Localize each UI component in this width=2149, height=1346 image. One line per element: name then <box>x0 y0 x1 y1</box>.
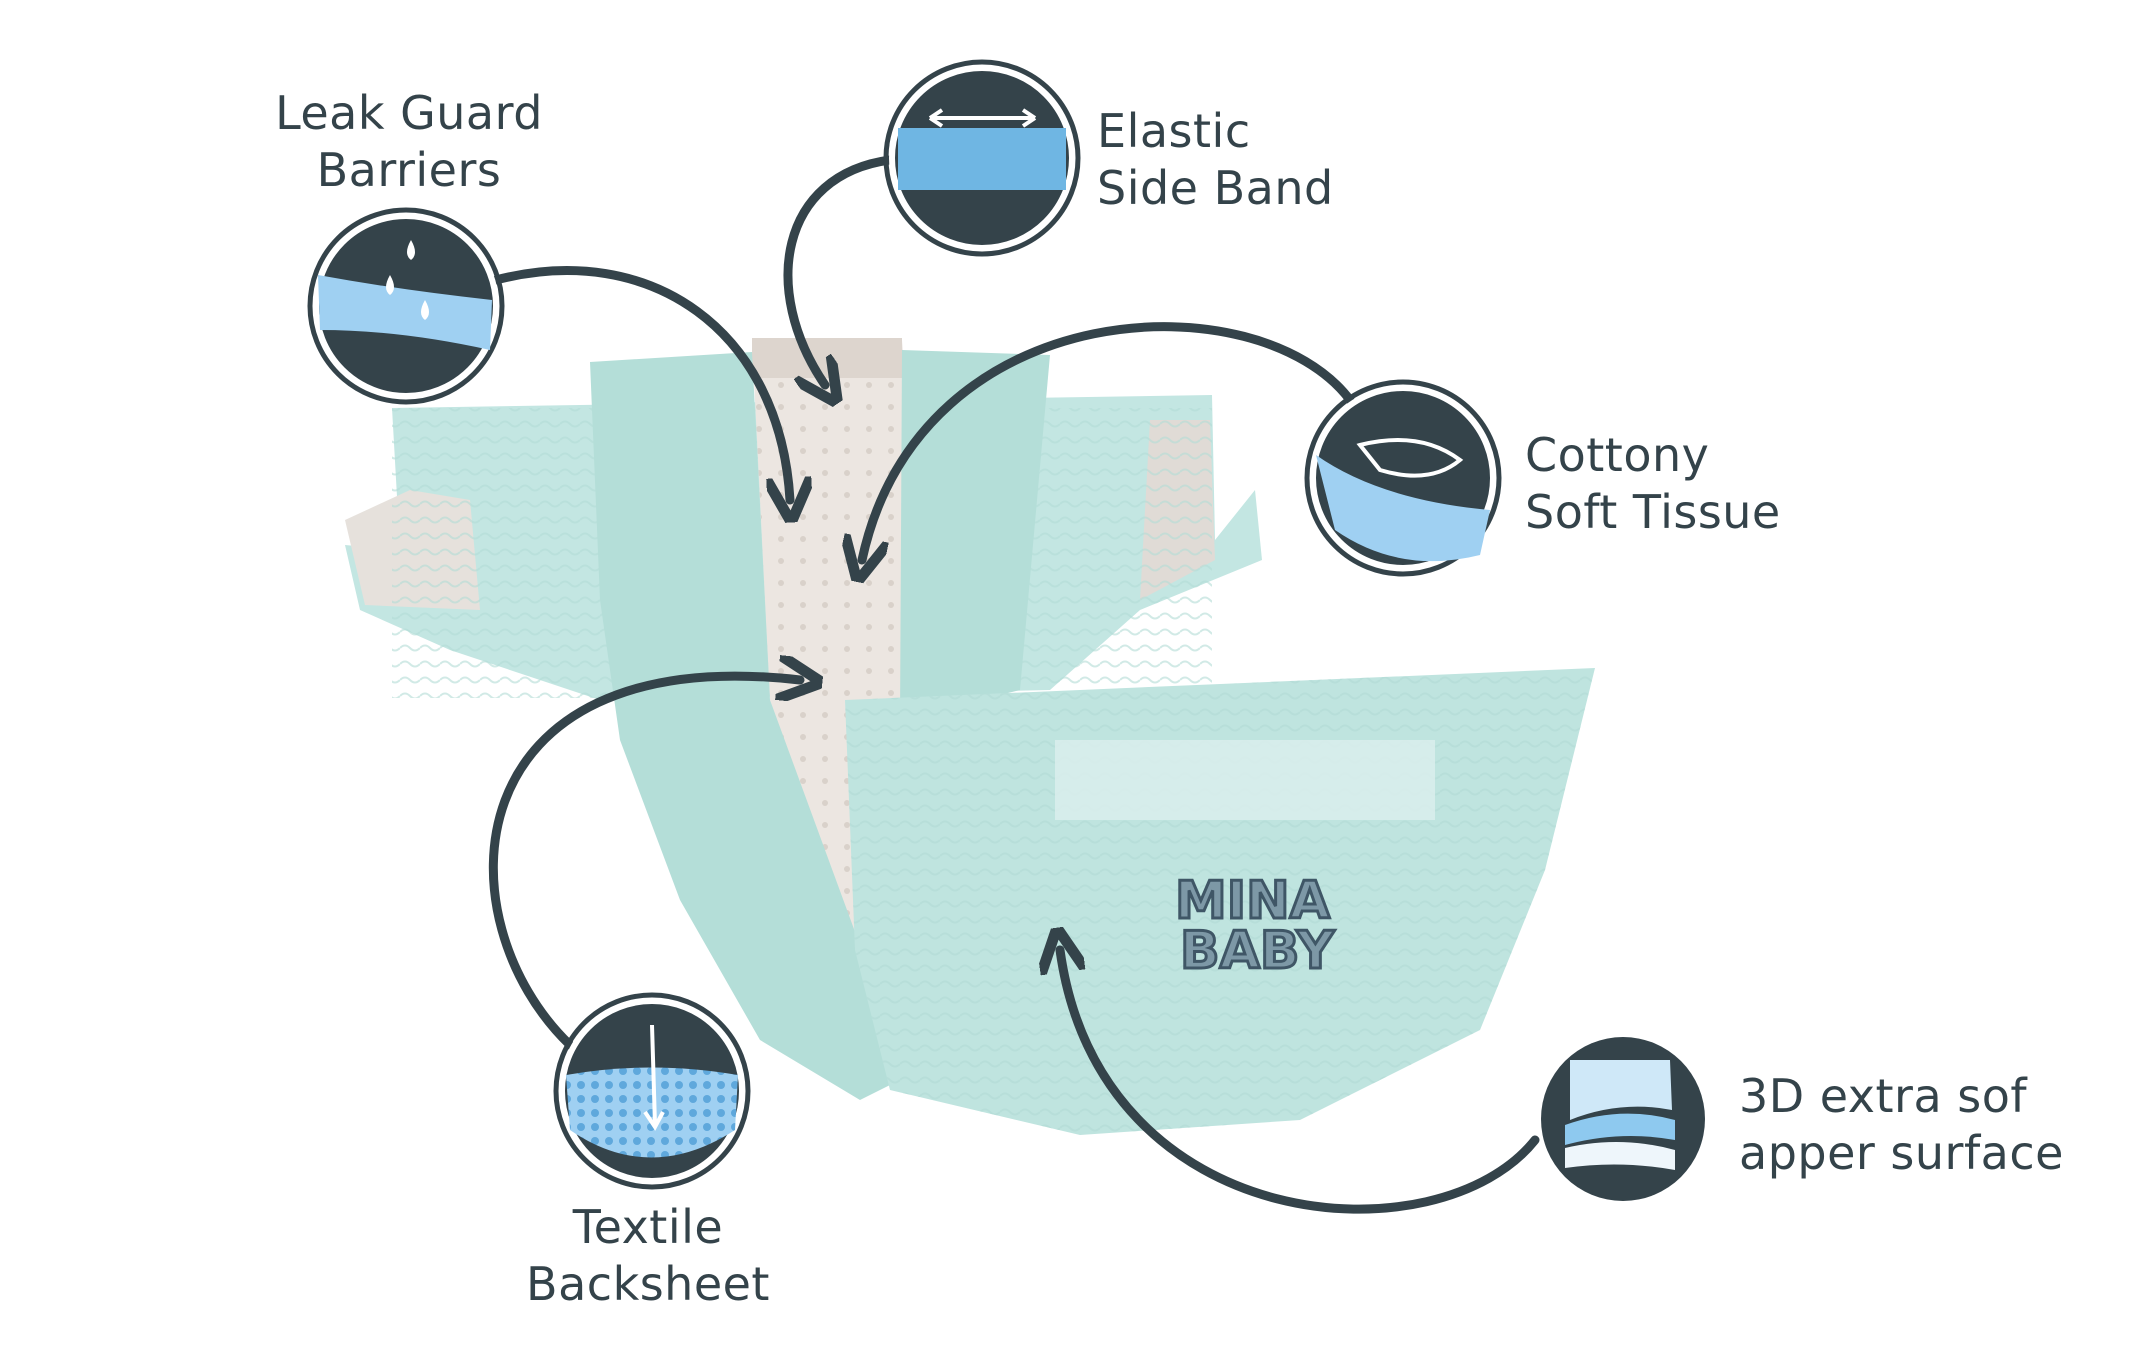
label-line: apper surface <box>1739 1126 2064 1180</box>
label-line: 3D extra sof <box>1739 1069 2028 1123</box>
layers-icon <box>1541 1037 1705 1201</box>
label-line: Barriers <box>316 143 502 197</box>
label-line: Backsheet <box>526 1257 770 1311</box>
label-line: Cottony <box>1525 428 1710 482</box>
feature-cottony-label: Cottony Soft Tissue <box>1525 427 1781 541</box>
label-line: Soft Tissue <box>1525 485 1781 539</box>
brand-logo: MINA BABY <box>1174 870 1338 983</box>
droplets-icon <box>307 207 505 405</box>
svg-text:BABY: BABY <box>1180 921 1336 981</box>
feature-leak-guard-label: Leak Guard Barriers <box>275 85 543 199</box>
feature-textile-label: Textile Backsheet <box>526 1199 770 1313</box>
label-line: Leak Guard <box>275 86 543 140</box>
feature-elastic-label: Elastic Side Band <box>1097 103 1334 217</box>
feather-icon <box>1304 379 1502 577</box>
elastic-band-icon <box>883 59 1081 257</box>
svg-text:MINA: MINA <box>1175 871 1330 931</box>
diaper-front <box>845 668 1595 1135</box>
label-line: Elastic <box>1097 104 1251 158</box>
backsheet-arrow-icon <box>553 992 751 1190</box>
label-line: Side Band <box>1097 161 1334 215</box>
callout-arrows <box>488 155 1540 1214</box>
feature-3d-surface-label: 3D extra sof apper surface <box>1739 1068 2064 1182</box>
label-line: Textile <box>572 1200 724 1254</box>
leg-cuff <box>590 352 920 1100</box>
